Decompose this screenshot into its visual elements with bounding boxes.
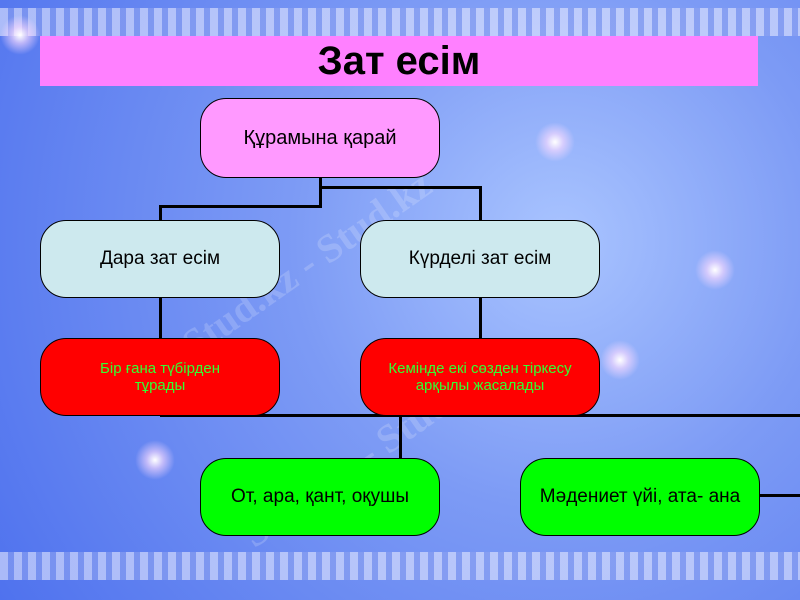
connector xyxy=(319,178,322,208)
node-compound-desc: Кемінде екі сөзден тіркесу арқылы жасала… xyxy=(360,338,600,416)
sparkle-decoration xyxy=(695,250,735,290)
node-simple-examples: От, ара, қант, оқушы xyxy=(200,458,440,536)
connector xyxy=(758,494,800,497)
ornament-band-top xyxy=(0,8,800,36)
node-simple-desc: Бір ғана түбірден тұрады xyxy=(40,338,280,416)
connector xyxy=(479,298,482,339)
connector xyxy=(479,186,482,221)
ornament-band-bottom xyxy=(0,552,800,580)
node-compound-examples: Мәдениет үйі, ата- ана xyxy=(520,458,760,536)
root-node: Құрамына қарай xyxy=(200,98,440,178)
node-compound-noun: Күрделі зат есім xyxy=(360,220,600,298)
sparkle-decoration xyxy=(135,440,175,480)
connector xyxy=(159,205,162,221)
connector xyxy=(159,298,162,339)
node-simple-noun: Дара зат есім xyxy=(40,220,280,298)
sparkle-decoration xyxy=(600,340,640,380)
sparkle-decoration xyxy=(535,122,575,162)
connector xyxy=(399,414,402,459)
connector xyxy=(159,205,322,208)
connector xyxy=(319,186,482,189)
sparkle-decoration xyxy=(0,15,40,55)
slide-title: Зат есім xyxy=(40,36,758,86)
